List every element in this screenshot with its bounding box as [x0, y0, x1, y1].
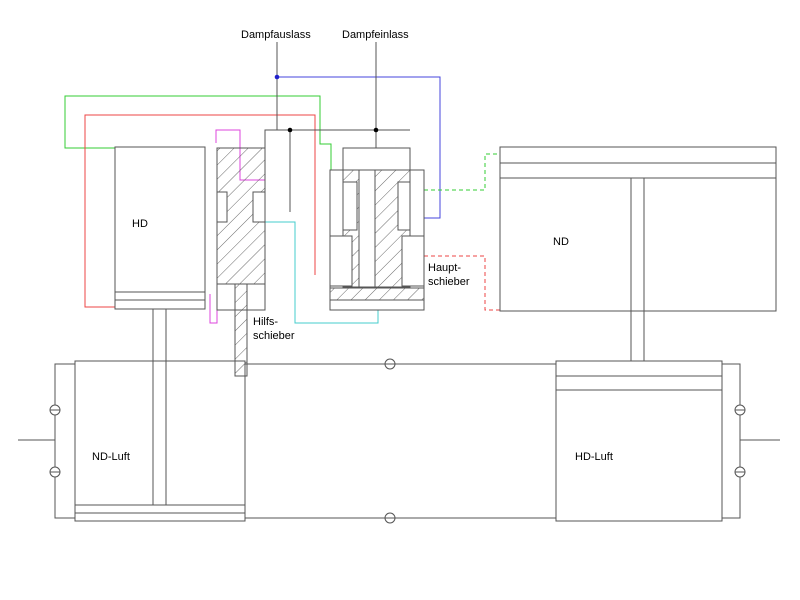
pipe-red-dashed — [410, 255, 500, 311]
aux-valve — [216, 147, 266, 377]
hp-air-label: HD-Luft — [575, 451, 613, 463]
main-valve-label-2: schieber — [428, 276, 470, 288]
main-valve — [329, 147, 425, 311]
air-cylinders — [18, 360, 780, 522]
junction-2 — [373, 127, 379, 133]
steam-outlet-label: Dampfauslass — [241, 29, 311, 41]
aux-valve-label-2: schieber — [253, 330, 295, 342]
lp-cylinder — [499, 146, 777, 362]
lp-air-label: ND-Luft — [92, 451, 130, 463]
pipe-magenta-2 — [209, 294, 218, 324]
pipe-green-dashed — [410, 153, 500, 191]
pipe-green — [64, 95, 332, 175]
steam-inlet-label: Dampfeinlass — [342, 29, 409, 41]
aux-valve-label-1: Hilfs- — [253, 316, 278, 328]
junction-blue — [274, 74, 280, 80]
lp-cylinder-label: ND — [553, 236, 569, 248]
junction-1 — [287, 127, 293, 133]
pipe-red — [84, 114, 316, 308]
check-valves — [49, 358, 746, 524]
hp-cylinder-label: HD — [132, 218, 148, 230]
main-valve-label-1: Haupt- — [428, 262, 461, 274]
pipe-cyan — [265, 221, 379, 324]
